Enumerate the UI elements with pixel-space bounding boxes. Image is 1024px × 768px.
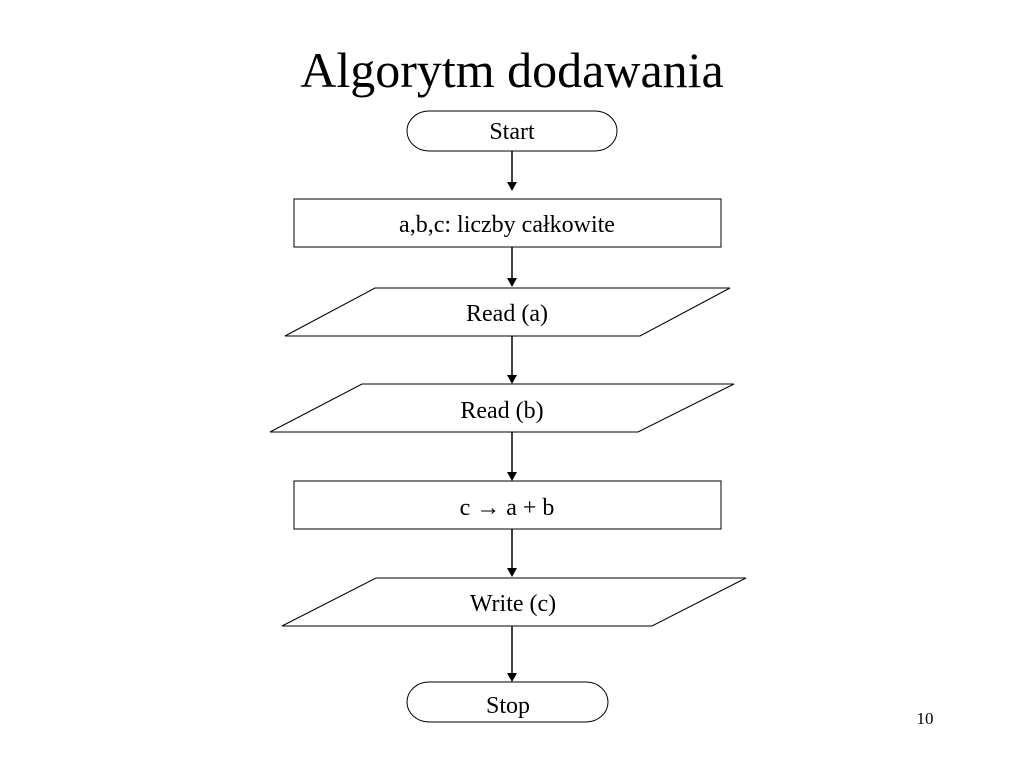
edge-write-c-to-stop — [507, 626, 517, 682]
input-output-shape — [284, 287, 731, 337]
node-declare-label: a,b,c: liczby całkowite — [399, 212, 615, 238]
terminator-shape — [406, 681, 609, 723]
node-read-b-label: Read (b) — [460, 398, 543, 424]
edge-read-a-to-read-b — [507, 336, 517, 384]
node-write-c-label: Write (c) — [470, 591, 556, 617]
edge-declare-to-read-a — [507, 247, 517, 287]
edge-read-b-to-assign — [507, 432, 517, 481]
node-start-label: Start — [489, 119, 535, 145]
terminator-shape — [406, 110, 618, 152]
node-assign-label: c → a + b — [460, 495, 555, 521]
node-declare: a,b,c: liczby całkowite — [293, 198, 722, 248]
page-number: 10 — [916, 709, 934, 728]
input-output-shape — [281, 577, 747, 627]
node-assign: c → a + b — [293, 480, 722, 530]
node-read-b: Read (b) — [269, 383, 735, 433]
node-stop: Stop — [406, 681, 609, 723]
input-output-shape — [269, 383, 735, 433]
node-read-a: Read (a) — [284, 287, 731, 337]
slide-title: Algorytm dodawania — [300, 42, 724, 98]
edge-start-to-declare — [507, 151, 517, 191]
node-read-a-label: Read (a) — [466, 301, 548, 327]
node-write-c: Write (c) — [281, 577, 747, 627]
node-start: Start — [406, 110, 618, 152]
process-shape — [293, 198, 722, 248]
process-shape — [293, 480, 722, 530]
edge-assign-to-write-c — [507, 529, 517, 577]
node-stop-label: Stop — [486, 693, 530, 719]
